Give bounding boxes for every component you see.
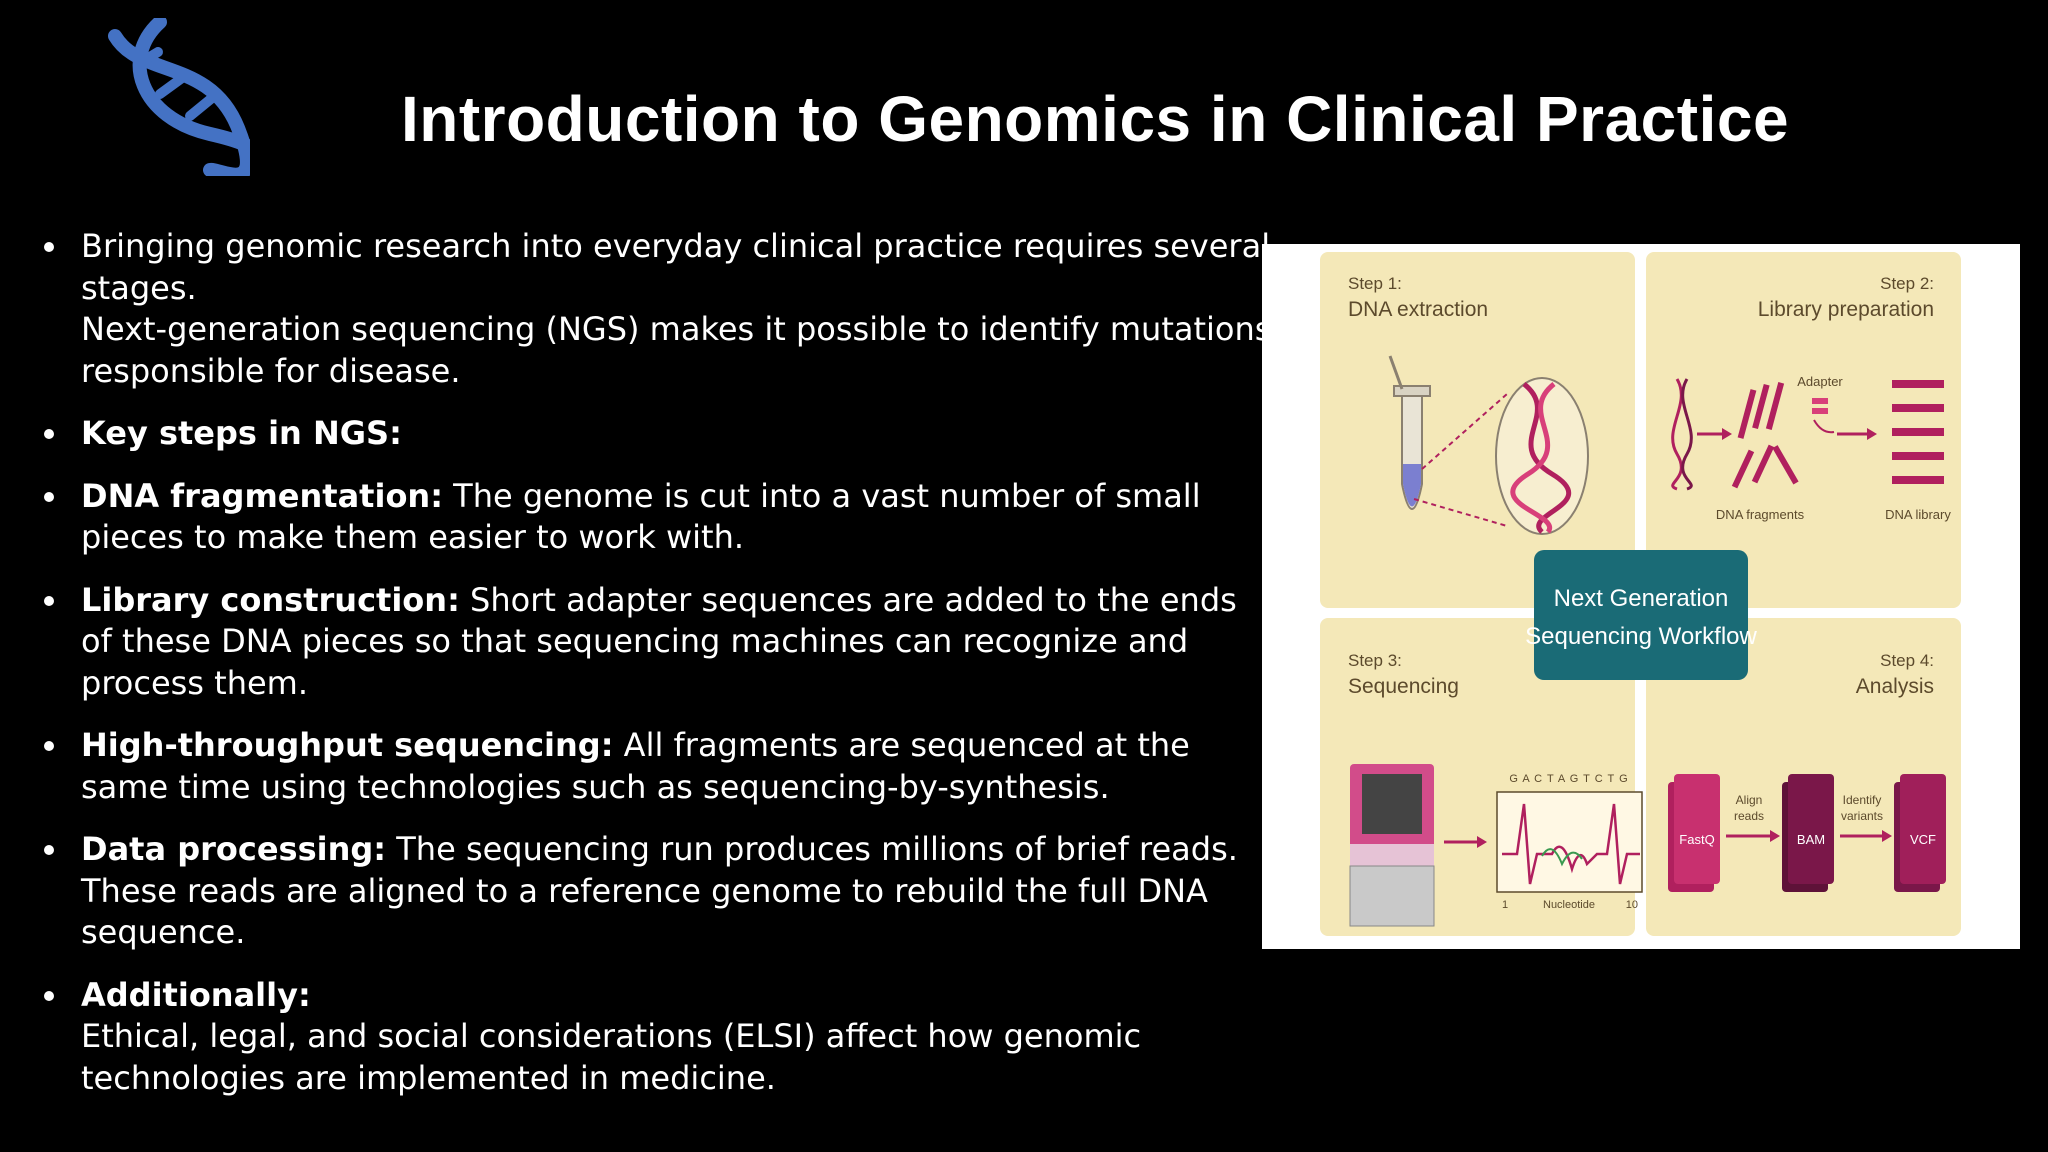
- bullet-lead: High-throughput sequencing:: [81, 726, 614, 764]
- bullet-text-2: Ethical, legal, and social consideration…: [81, 1017, 1142, 1097]
- center-title-line2: Sequencing Workflow: [1525, 623, 1757, 650]
- dna-fragments-icon: [1731, 382, 1799, 489]
- bullet-text: The genome is cut into a vast number of …: [81, 476, 1201, 557]
- fastq-file-front: [1674, 774, 1720, 884]
- align-reads-label-1: Align: [1736, 793, 1763, 807]
- panel-step2: [1646, 252, 1961, 608]
- center-badge: [1534, 550, 1748, 680]
- step4-name: Analysis: [1856, 675, 1934, 698]
- step3-name: Sequencing: [1348, 675, 1459, 698]
- bullet-lead: Key steps in NGS:: [81, 414, 402, 452]
- step1-number: Step 1:: [1348, 274, 1402, 293]
- bullet-item-fragmentation: DNA fragmentation: The genome is cut int…: [42, 476, 1272, 559]
- dna-library-icon: [1892, 380, 1944, 484]
- bullet-text: Bringing genomic research into everyday …: [81, 227, 1271, 307]
- step2-name: Library preparation: [1758, 298, 1934, 321]
- align-reads-label-2: reads: [1734, 809, 1764, 823]
- bullet-lead: Additionally:: [81, 975, 311, 1014]
- bullet-text: All fragments are sequenced at the same …: [81, 726, 1190, 806]
- sequencer-machine-icon: [1349, 764, 1435, 927]
- bullet-lead: DNA fragmentation:: [81, 476, 443, 515]
- bullet-item-key-steps: Key steps in NGS:: [42, 413, 1272, 455]
- base-sequence-label: G A C T A G T C T G: [1509, 773, 1628, 785]
- bullet-item-library: Library construction: Short adapter sequ…: [42, 580, 1272, 705]
- dna-fragments-label: DNA fragments: [1716, 507, 1805, 522]
- vcf-file-front: [1900, 774, 1946, 884]
- center-title-line1: Next Generation: [1554, 585, 1729, 612]
- adapter-label: Adapter: [1797, 374, 1843, 389]
- ngs-workflow-figure: Step 1: DNA extraction Step 2: Library p…: [1262, 244, 2020, 949]
- step3-number: Step 3:: [1348, 651, 1402, 670]
- bullet-text-2: Next-generation sequencing (NGS) makes i…: [81, 310, 1272, 390]
- dna-helix-icon: [100, 15, 260, 182]
- identify-variants-label-1: Identify: [1843, 793, 1882, 807]
- axis-end-label: 10: [1626, 899, 1638, 911]
- dna-strand-icon: [1671, 378, 1693, 491]
- identify-variants-label-2: variants: [1841, 809, 1883, 823]
- bullet-list: Bringing genomic research into everyday …: [42, 226, 1272, 1120]
- step4-number: Step 4:: [1880, 651, 1934, 670]
- bullet-lead: Data processing:: [81, 830, 387, 868]
- bam-label: BAM: [1797, 832, 1825, 847]
- dna-closeup-icon: [1495, 377, 1589, 535]
- bullet-item-intro: Bringing genomic research into everyday …: [42, 226, 1272, 392]
- bam-file-front: [1788, 774, 1834, 884]
- vcf-label: VCF: [1910, 832, 1936, 847]
- bullet-item-additionally: Additionally:Ethical, legal, and social …: [42, 975, 1272, 1100]
- fastq-label: FastQ: [1679, 832, 1714, 847]
- axis-start-label: 1: [1502, 899, 1508, 911]
- step1-name: DNA extraction: [1348, 298, 1488, 321]
- bullet-text: The sequencing run produces millions of …: [81, 830, 1238, 951]
- bullet-lead: Library construction:: [81, 580, 460, 619]
- dna-library-label: DNA library: [1885, 507, 1951, 522]
- test-tube-icon: [1388, 355, 1431, 510]
- axis-nucleotide-label: Nucleotide: [1543, 899, 1595, 911]
- bullet-item-sequencing: High-throughput sequencing: All fragment…: [42, 725, 1272, 808]
- bullet-item-data-processing: Data processing: The sequencing run prod…: [42, 829, 1272, 954]
- step2-number: Step 2:: [1880, 274, 1934, 293]
- bullet-text: Short adapter sequences are added to the…: [81, 580, 1237, 702]
- slide-title: Introduction to Genomics in Clinical Pra…: [400, 83, 1790, 155]
- chromatogram-icon: [1496, 791, 1643, 893]
